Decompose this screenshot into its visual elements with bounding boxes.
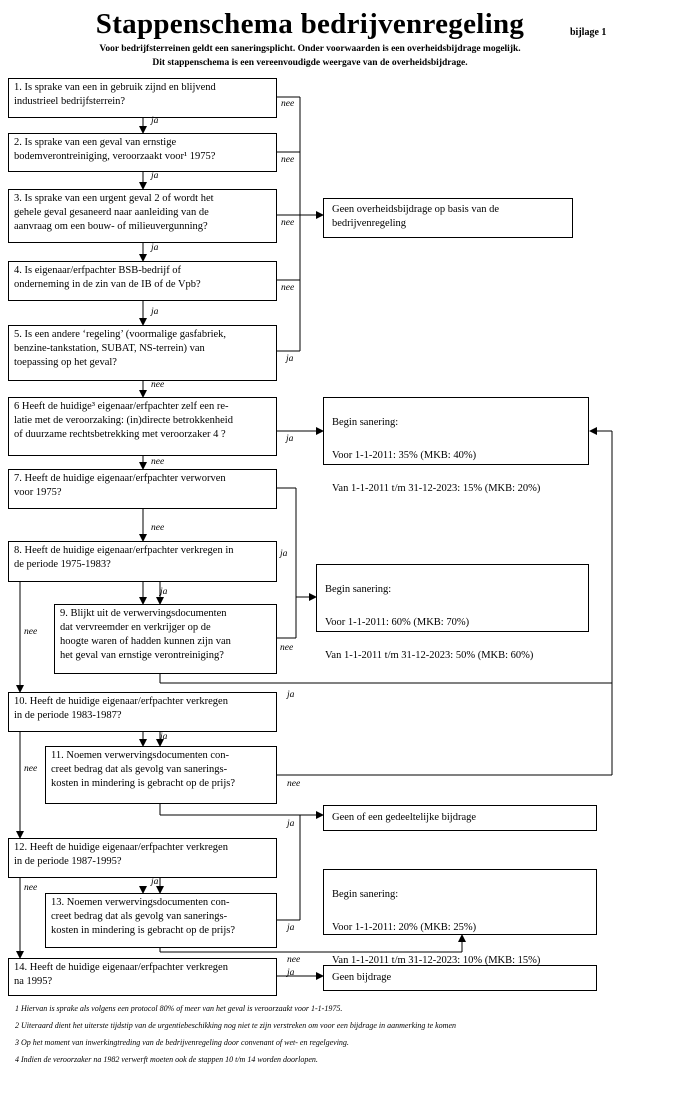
label-nee-12: nee <box>24 883 38 893</box>
label-ja-8: ja <box>160 587 168 597</box>
label-nee-5: nee <box>151 380 165 390</box>
step-9-box: 9. Blijkt uit de verwervingsdocumenten d… <box>54 604 277 674</box>
footnote-4: 4 Indien de veroorzaker na 1982 verwerft… <box>15 1055 318 1064</box>
label-ja-7: ja <box>280 549 288 559</box>
outcome-geen-bijdrage: Geen bijdrage <box>323 965 597 991</box>
step-11-box: 11. Noemen verwervingsdocumenten con- cr… <box>45 746 277 804</box>
sanering-20-line-1: Voor 1-1-2011: 20% (MKB: 25%) <box>332 922 477 933</box>
sanering-60-title: Begin sanering: <box>325 584 392 595</box>
label-ja-14: ja <box>287 968 295 978</box>
label-nee-10: nee <box>24 764 38 774</box>
label-nee-9: nee <box>280 643 294 653</box>
label-ja-9: ja <box>287 690 295 700</box>
step-12-box: 12. Heeft de huidige eigenaar/erfpachter… <box>8 838 277 878</box>
label-ja-5: ja <box>286 354 294 364</box>
label-nee-7: nee <box>151 523 165 533</box>
outcome-sanering-35: Begin sanering: Voor 1-1-2011: 35% (MKB:… <box>323 397 589 494</box>
footnote-2: 2 Uiteraard dient het uiterste tijdstip … <box>15 1021 457 1030</box>
label-nee-13: nee <box>287 955 301 965</box>
sanering-35-title: Begin sanering: <box>332 417 399 428</box>
label-ja-13: ja <box>287 923 295 933</box>
outcome-geen-overheidsbijdrage: Geen overheidsbijdrage op basis van de b… <box>323 198 573 238</box>
label-ja-10: ja <box>160 732 168 742</box>
sanering-35-line-2: Van 1-1-2011 t/m 31-12-2023: 15% (MKB: 2… <box>332 483 541 494</box>
sanering-20-line-2: Van 1-1-2011 t/m 31-12-2023: 10% (MKB: 1… <box>332 955 541 966</box>
label-ja-11: ja <box>287 819 295 829</box>
sanering-20-title: Begin sanering: <box>332 889 399 900</box>
step-5-box: 5. Is een andere ‘regeling’ (voormalige … <box>8 325 277 381</box>
label-nee-1: nee <box>281 99 295 109</box>
page-title: Stappenschema bedrijvenregeling <box>95 8 525 40</box>
label-ja-3: ja <box>151 243 159 253</box>
step-2-box: 2. Is sprake van een geval van ernstige … <box>8 133 277 172</box>
step-4-box: 4. Is eigenaar/erfpachter BSB-bedrijf of… <box>8 261 277 301</box>
footnote-1: 1 Hiervan is sprake als volgens een prot… <box>15 1004 343 1013</box>
label-ja-12: ja <box>151 877 159 887</box>
sanering-60-line-2: Van 1-1-2011 t/m 31-12-2023: 50% (MKB: 6… <box>325 650 534 661</box>
step-3-box: 3. Is sprake van een urgent geval 2 of w… <box>8 189 277 243</box>
label-ja-4: ja <box>151 307 159 317</box>
step-8-box: 8. Heeft de huidige eigenaar/erfpachter … <box>8 541 277 582</box>
outcome-sanering-60: Begin sanering: Voor 1-1-2011: 60% (MKB:… <box>316 564 589 661</box>
label-nee-8: nee <box>24 627 38 637</box>
step-7-box: 7. Heeft de huidige eigenaar/erfpachter … <box>8 469 277 509</box>
subtitle-line-1: Voor bedrijfsterreinen geldt een sanerin… <box>99 44 521 54</box>
label-ja-1: ja <box>151 116 159 126</box>
label-ja-6: ja <box>286 434 294 444</box>
label-ja-2: ja <box>151 171 159 181</box>
label-nee-6: nee <box>151 457 165 467</box>
outcome-gedeeltelijke-bijdrage: Geen of een gedeeltelijke bijdrage <box>323 805 597 831</box>
label-nee-4: nee <box>281 283 295 293</box>
label-nee-3: nee <box>281 218 295 228</box>
footnote-3: 3 Op het moment van inwerkingtreding van… <box>15 1038 349 1047</box>
sanering-35-line-1: Voor 1-1-2011: 35% (MKB: 40%) <box>332 450 477 461</box>
outcome-sanering-20: Begin sanering: Voor 1-1-2011: 20% (MKB:… <box>323 869 597 966</box>
subtitle-line-2: Dit stappenschema is een vereenvoudigde … <box>152 58 468 68</box>
step-10-box: 10. Heeft de huidige eigenaar/erfpachter… <box>8 692 277 732</box>
label-nee-11: nee <box>287 779 301 789</box>
step-14-box: 14. Heeft de huidige eigenaar/erfpachter… <box>8 958 277 996</box>
sanering-60-line-1: Voor 1-1-2011: 60% (MKB: 70%) <box>325 617 470 628</box>
step-13-box: 13. Noemen verwervingsdocumenten con- cr… <box>45 893 277 948</box>
label-nee-2: nee <box>281 155 295 165</box>
step-6-box: 6 Heeft de huidige³ eigenaar/erfpachter … <box>8 397 277 456</box>
annex-label: bijlage 1 <box>570 27 607 38</box>
step-1-box: 1. Is sprake van een in gebruik zijnd en… <box>8 78 277 118</box>
